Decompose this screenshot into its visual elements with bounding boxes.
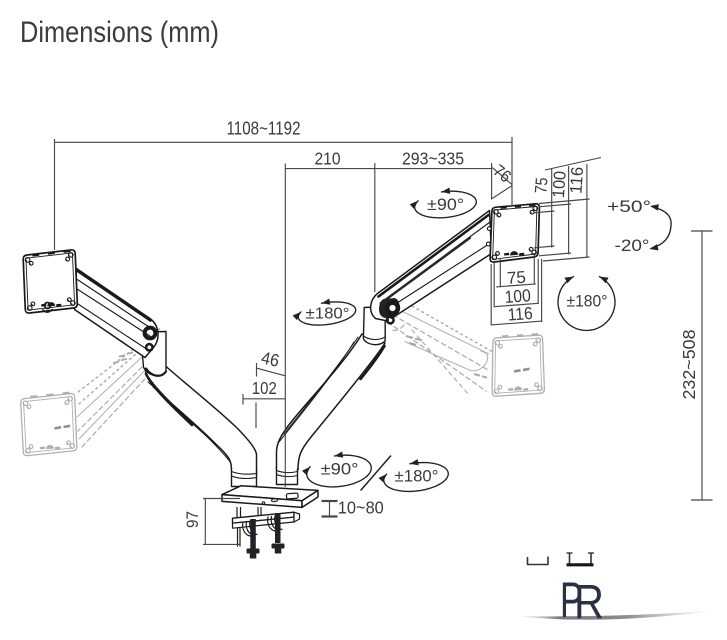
- svg-text:+50°: +50°: [607, 197, 651, 216]
- svg-text:±180°: ±180°: [306, 306, 350, 323]
- svg-text:±180°: ±180°: [567, 292, 608, 310]
- svg-text:75: 75: [531, 177, 551, 194]
- svg-text:116: 116: [566, 166, 587, 194]
- svg-text:116: 116: [507, 303, 533, 325]
- svg-text:±180°: ±180°: [395, 466, 439, 485]
- svg-text:P: P: [560, 572, 583, 628]
- svg-text:75: 75: [506, 268, 526, 288]
- svg-text:102: 102: [252, 378, 277, 398]
- svg-text:293~335: 293~335: [402, 149, 464, 169]
- svg-text:±90°: ±90°: [427, 195, 464, 214]
- svg-text:1108~1192: 1108~1192: [227, 118, 301, 138]
- svg-text:±90°: ±90°: [321, 459, 359, 478]
- svg-text:210: 210: [315, 149, 341, 169]
- svg-text:-20°: -20°: [615, 236, 650, 255]
- svg-text:46: 46: [259, 348, 281, 371]
- svg-text:97: 97: [183, 511, 202, 528]
- svg-text:10~80: 10~80: [338, 498, 384, 518]
- svg-text:100: 100: [504, 285, 532, 307]
- svg-text:Dimensions (mm): Dimensions (mm): [20, 16, 219, 49]
- svg-text:100: 100: [549, 170, 570, 198]
- svg-text:232~508: 232~508: [679, 330, 699, 400]
- svg-text:R: R: [574, 577, 604, 630]
